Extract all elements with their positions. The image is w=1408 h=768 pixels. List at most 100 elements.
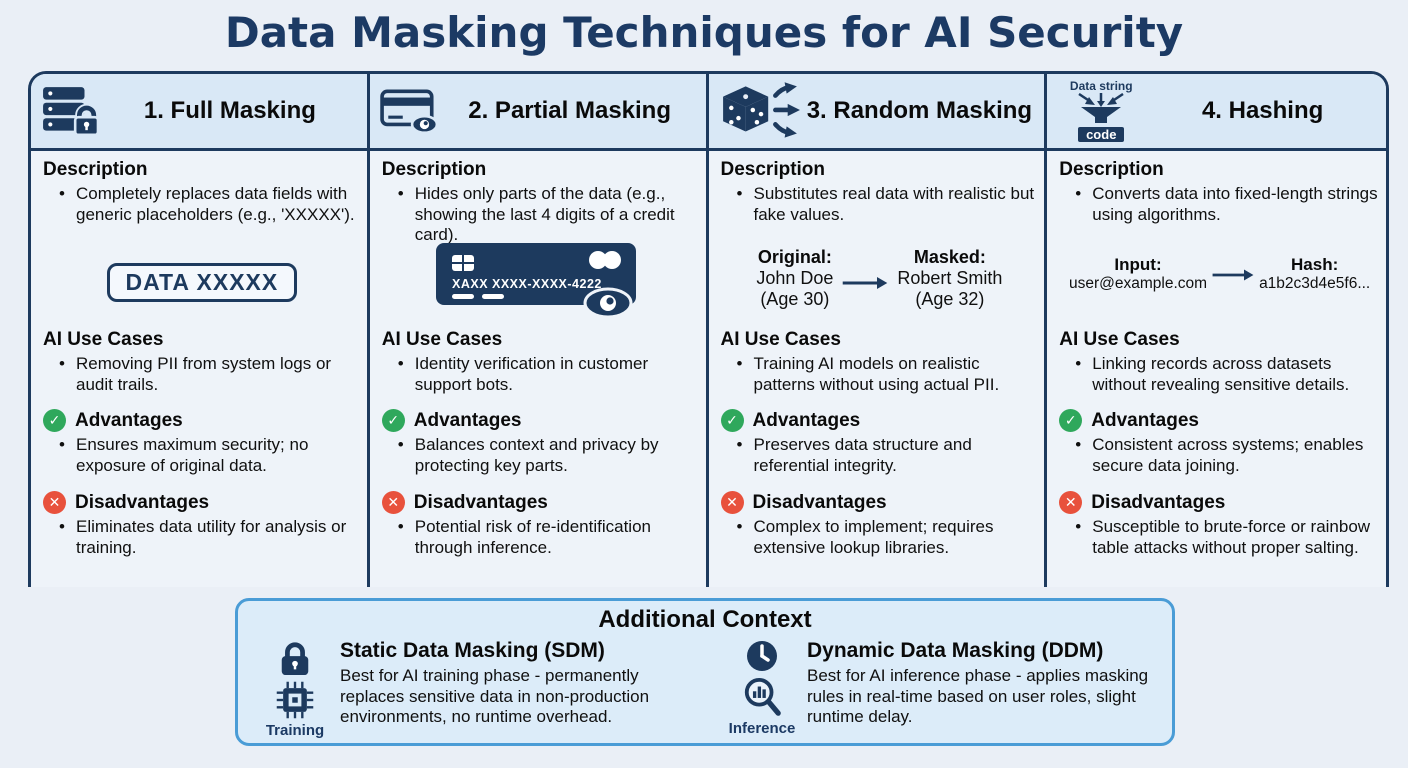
bullet-dot: • [397,184,404,203]
section-heading: AI Use Cases [720,329,841,350]
hash-block: Hash: a1b2c3d4e5f6... [1259,255,1370,293]
description-bullet: •Substitutes real data with realistic bu… [721,184,1039,225]
bullet-dot: • [1075,517,1082,536]
advantage-bullet: • Consistent across systems; enables secu… [1059,435,1380,476]
masked-name: Robert Smith [897,268,1003,288]
input-label: Input: [1114,255,1162,274]
arrow-right-icon [1212,269,1254,281]
description-section: Description •Completely replaces data fi… [43,159,361,225]
arrow-right-icon [843,277,888,289]
cross-icon: ✕ [43,491,66,514]
advantage-bullet: •Ensures maximum security; no exposure o… [43,435,361,476]
column-body-full-masking: Description •Completely replaces data fi… [31,151,370,587]
section-heading: Advantages [1091,409,1199,431]
ddm-body: Best for AI inference phase - applies ma… [807,666,1149,727]
check-icon: ✓ [720,409,744,432]
masked-label: Masked: [913,247,986,267]
section-heading: Disadvantages [413,491,548,513]
advantage-bullet: •Balances context and privacy by protect… [382,435,700,476]
use-case-bullet: • Training AI models on realistic pattern… [721,354,1039,395]
sdm-item: Training Static Data Masking (SDM) Best … [238,638,705,739]
disadvantage-text: Susceptible to brute-force or rainbow ta… [1092,517,1371,557]
description-bullet: •Converts data into fixed-length strings… [1059,184,1380,225]
disadvantage-bullet: •Complex to implement; requires extensiv… [721,517,1039,558]
input-hash-example: Input: user@example.com Hash: a1b2c3d4e5… [1059,255,1380,293]
disadvantages-section: ✕Disadvantages •Complex to implement; re… [720,491,1039,558]
chip-icon [276,681,314,719]
full-masking-visual: DATA XXXXX [43,263,361,302]
original-block: Original: John Doe (Age 30) [756,247,833,310]
advantage-text: Consistent across systems; enables secur… [1092,435,1364,475]
use-cases-section: AI Use Cases • Linking records across dat… [1059,329,1380,395]
advantages-section: ✓ Advantages • Consistent across systems; … [1059,409,1380,476]
description-section: Description • Hides only parts of the dat… [382,159,700,246]
bullet-dot: • [736,354,743,373]
original-name: John Doe [756,268,834,288]
bullet-dot: • [1075,435,1082,454]
clock-icon [747,641,777,671]
column-header-random-masking: 3. Random Masking [708,74,1048,151]
column-title: 1. Full Masking [143,97,316,124]
description-text: Completely replaces data fields with gen… [76,184,355,224]
code-badge: code [1078,126,1125,142]
use-case-text: Removing PII from system logs or audit t… [76,354,332,394]
funnel-top-label: Data string [1069,78,1133,93]
section-heading: Description [720,159,826,180]
column-title: 2. Partial Masking [468,97,671,124]
column-title: 3. Random Masking [806,97,1033,124]
disadvantage-text: Complex to implement; requires extensive… [753,517,994,557]
disadvantage-bullet: • Potential risk of re-identification thr… [382,517,700,558]
disadvantages-section: ✕ Disadvantages • Eliminates data utility … [43,491,361,558]
description-text: Hides only parts of the data (e.g., show… [414,184,675,245]
additional-context-panel: Additional Context [235,598,1175,746]
section-heading: Description [43,159,148,180]
bullet-dot: • [397,517,404,536]
description-bullet: •Completely replaces data fields with ge… [43,184,361,225]
section-heading: Description [381,159,487,180]
sdm-icon-label: Training [265,722,325,739]
bullet-dot: • [1075,354,1082,373]
input-block: Input: user@example.com [1069,255,1207,293]
advantage-bullet: •Preserves data structure and referentia… [721,435,1039,476]
check-icon: ✓ [1059,409,1083,432]
advantage-text: Balances context and privacy by protecti… [414,435,659,475]
credit-card-eye-icon [380,87,440,135]
section-heading: Disadvantages [1091,491,1226,513]
masked-block: Masked: Robert Smith (Age 32) [897,247,1002,310]
column-header-full-masking: 1. Full Masking [31,74,370,151]
sdm-body: Best for AI training phase - permanently… [340,666,650,727]
section-heading: AI Use Cases [1059,329,1180,350]
card-number: XAXX XXXX-XXXX-4222 [452,277,602,291]
use-case-text: Identity verification in customer suppor… [414,354,649,394]
section-heading: Advantages [75,409,183,431]
disadvantages-section: ✕ Disadvantages • Susceptible to brute-for… [1059,491,1380,558]
section-heading: AI Use Cases [381,329,503,350]
use-cases-section: AI Use Cases •Identity verification in c… [382,329,700,395]
bullet-dot: • [1075,184,1082,203]
use-case-text: Training AI models on realistic patterns… [753,354,1000,394]
additional-context-title: Additional Context [598,606,812,633]
column-header-partial-masking: 2. Partial Masking [369,74,709,151]
page-title: Data Masking Techniques for AI Security [224,8,1184,57]
bullet-dot: • [59,435,65,454]
disadvantage-text: Eliminates data utility for analysis or … [76,517,347,557]
bullet-dot: • [59,517,65,536]
use-case-text: Linking records across datasets without … [1092,354,1350,394]
disadvantage-text: Potential risk of re-identification thro… [414,517,651,557]
description-section: Description •Converts data into fixed-le… [1059,159,1380,225]
magnifier-chart-icon [744,677,781,716]
check-icon: ✓ [381,409,405,432]
description-text: Substitutes real data with realistic but… [753,184,1035,224]
cross-icon: ✕ [1059,491,1083,514]
funnel-hash-icon: Data string code [1057,80,1145,143]
ddm-heading: Dynamic Data Masking (DDM) [807,639,1104,662]
hash-value: a1b2c3d4e5f6... [1259,275,1371,292]
comparison-table: 1. Full Masking 2. Partial Masking [28,71,1389,587]
section-heading: Disadvantages [75,491,210,513]
data-placeholder-badge: DATA XXXXX [106,263,298,302]
use-case-bullet: • Linking records across datasets without… [1059,354,1380,395]
use-case-bullet: •Removing PII from system logs or audit … [43,354,361,395]
disadvantage-bullet: • Eliminates data utility for analysis or… [43,517,361,558]
section-heading: Disadvantages [752,491,887,513]
